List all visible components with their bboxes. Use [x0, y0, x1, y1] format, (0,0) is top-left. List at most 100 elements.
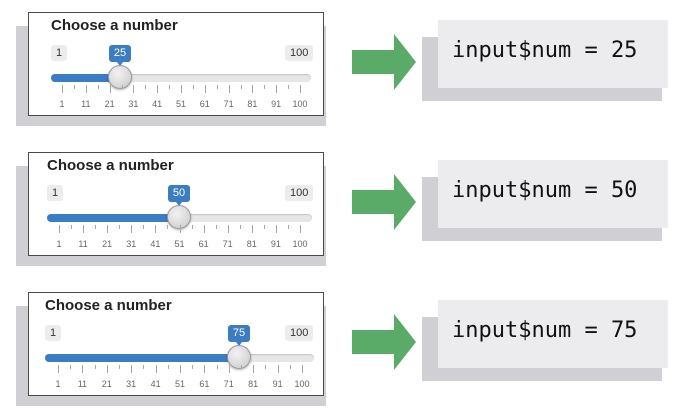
slider-tick: [121, 85, 123, 89]
slider-tick-label: 71: [223, 99, 234, 109]
right-arrow-icon: [352, 174, 416, 230]
slider-tick: [94, 365, 96, 369]
slider-fill: [47, 214, 179, 222]
slider-tick-label: 51: [174, 239, 185, 249]
slider-fill: [45, 354, 240, 362]
slider-tick: [300, 225, 301, 233]
slider-tick-label: 41: [150, 379, 161, 389]
slider-ticks: [58, 365, 303, 375]
slider-tick: [143, 225, 145, 229]
slider-tick-label: 51: [175, 99, 186, 109]
slider-tick: [276, 85, 278, 93]
slider-tick: [192, 365, 194, 369]
slider-tick: [239, 225, 241, 229]
slider-tick-label: 71: [223, 379, 234, 389]
slider-tick-label: 21: [104, 99, 115, 109]
slider-tick-label: 1: [59, 99, 65, 109]
slider-tick-label: 31: [126, 379, 137, 389]
slider-tick: [119, 365, 120, 369]
slider-tick: [264, 85, 266, 89]
slider-tick: [62, 85, 63, 93]
slider-tick: [119, 225, 121, 229]
slider-tick: [253, 365, 255, 373]
slider-tick: [82, 365, 84, 373]
slider-tick-label: 100: [292, 239, 308, 249]
slider-tick: [216, 85, 218, 89]
slider-tick-label: 91: [270, 239, 281, 249]
slider-tick-label: 61: [199, 99, 210, 109]
slider-tick: [241, 365, 242, 369]
slider-tick: [252, 85, 254, 93]
code-text: input$num = 75: [452, 318, 638, 343]
slider-tick: [58, 365, 59, 373]
slider-tick-label: 1: [56, 239, 62, 249]
slider-ticks: [62, 85, 301, 95]
slider-tick-label: 81: [246, 239, 257, 249]
slider-tick: [204, 85, 206, 93]
slider-tick: [302, 365, 303, 373]
slider-tick: [85, 85, 87, 93]
slider-tick-label: 21: [101, 379, 112, 389]
slider-tick-label: 81: [247, 99, 258, 109]
slider-tick: [145, 85, 147, 89]
slider-tick: [133, 85, 135, 93]
slider-tick-label: 31: [126, 239, 137, 249]
slider-max-label: 100: [285, 45, 314, 61]
slider-tick-label: 91: [272, 379, 283, 389]
slider-tick: [155, 365, 157, 373]
slider-tick: [180, 365, 181, 373]
slider-tick: [228, 85, 230, 93]
slider-tick: [240, 85, 242, 89]
slider-label: Choose a number: [51, 17, 178, 34]
slider-max-label: 100: [285, 325, 314, 341]
slider-handle[interactable]: [167, 205, 191, 229]
slider-handle[interactable]: [227, 345, 251, 369]
slider-tick: [107, 225, 109, 233]
slider-tick-label: 51: [174, 379, 185, 389]
slider-value-label: 25: [109, 45, 131, 66]
slider-tick: [97, 85, 99, 89]
slider-tick: [131, 225, 133, 233]
slider-tick: [192, 85, 194, 89]
slider-tick-label: 71: [222, 239, 233, 249]
slider-tick-label: 11: [81, 99, 91, 109]
slider-tick: [227, 225, 229, 233]
slider-tick: [287, 225, 289, 229]
slider-tick-label: 31: [128, 99, 139, 109]
slider-tick-label: 91: [271, 99, 282, 109]
slider-tick: [277, 365, 279, 373]
slider-tick: [263, 225, 265, 229]
slider-tick: [191, 225, 193, 229]
slider-track[interactable]: [51, 74, 311, 82]
right-arrow-icon: [352, 314, 416, 370]
slider-tick: [289, 365, 291, 369]
slider-value-label: 50: [168, 185, 190, 206]
slider-tick: [155, 225, 157, 233]
slider-tick: [83, 225, 85, 233]
slider-tick: [167, 225, 169, 229]
slider-tick: [106, 365, 108, 373]
slider-fill: [51, 74, 121, 82]
code-output: input$num = 25: [438, 20, 668, 88]
slider-tick-label: 81: [248, 379, 259, 389]
slider-tick-label: 61: [199, 379, 210, 389]
slider-label: Choose a number: [45, 297, 172, 314]
slider-min-label: 1: [51, 45, 68, 61]
slider-tick: [265, 365, 267, 369]
slider-tick: [73, 85, 75, 89]
slider-handle[interactable]: [108, 65, 132, 89]
slider-tick: [167, 365, 169, 369]
slider-tick: [179, 225, 181, 233]
code-output: input$num = 50: [438, 160, 668, 228]
slider-tick: [157, 85, 159, 93]
slider-tick-label: 41: [150, 239, 161, 249]
slider-tick: [95, 225, 97, 229]
slider-value-label: 75: [228, 325, 250, 346]
slider-tick: [203, 225, 205, 233]
slider-ticks: [59, 225, 301, 235]
